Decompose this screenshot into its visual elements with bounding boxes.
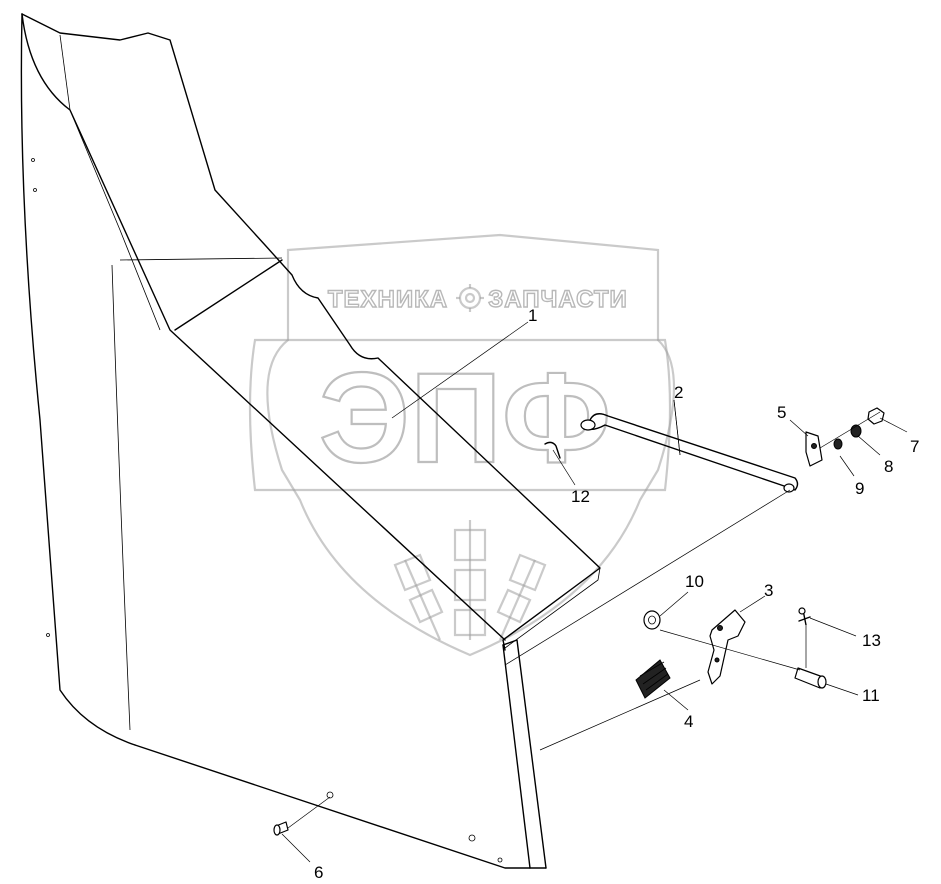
callout-10: 10 [685,572,704,591]
wheat-icon [393,520,547,641]
callout-5: 5 [777,403,786,422]
latch-plate-part [707,609,746,685]
callout-2: 2 [674,383,683,402]
callout-8: 8 [884,457,893,476]
spring-part [635,659,671,699]
watermark-banner [248,338,672,492]
callout-12: 12 [571,487,590,506]
washer-part-9 [833,438,843,450]
callout-11: 11 [862,686,880,705]
mudguard-panel [20,13,601,869]
nut-part-7 [867,407,885,425]
watermark-text-left: ТЕХНИКА [328,286,448,313]
callout-3: 3 [764,581,773,600]
watermark-big-text: ЭПФ [319,347,611,490]
callout-6: 6 [314,863,323,882]
callout-labels: 1 2 3 4 5 6 7 8 9 10 11 12 13 [314,306,919,882]
cotter-pin-part [544,441,561,459]
callout-4: 4 [684,712,693,731]
watermark-text-right: ЗАПЧАСТИ [488,286,628,313]
bracket-part [805,431,823,467]
callout-9: 9 [855,479,864,498]
cotter-pin-part-13 [798,607,811,626]
rod-part [580,413,799,493]
screw-part [273,821,289,836]
gear-icon [456,284,484,312]
washer-part-10 [643,610,661,630]
callout-leaders [281,321,908,863]
callout-7: 7 [910,437,919,456]
pin-part [794,667,827,689]
callout-1: 1 [528,306,537,325]
watermark-shield [266,233,676,657]
watermark-logo: ТЕХНИКА ЗАПЧАСТИ ЭПФ [248,233,676,657]
assembly-lines [287,411,881,829]
callout-13: 13 [862,631,881,650]
